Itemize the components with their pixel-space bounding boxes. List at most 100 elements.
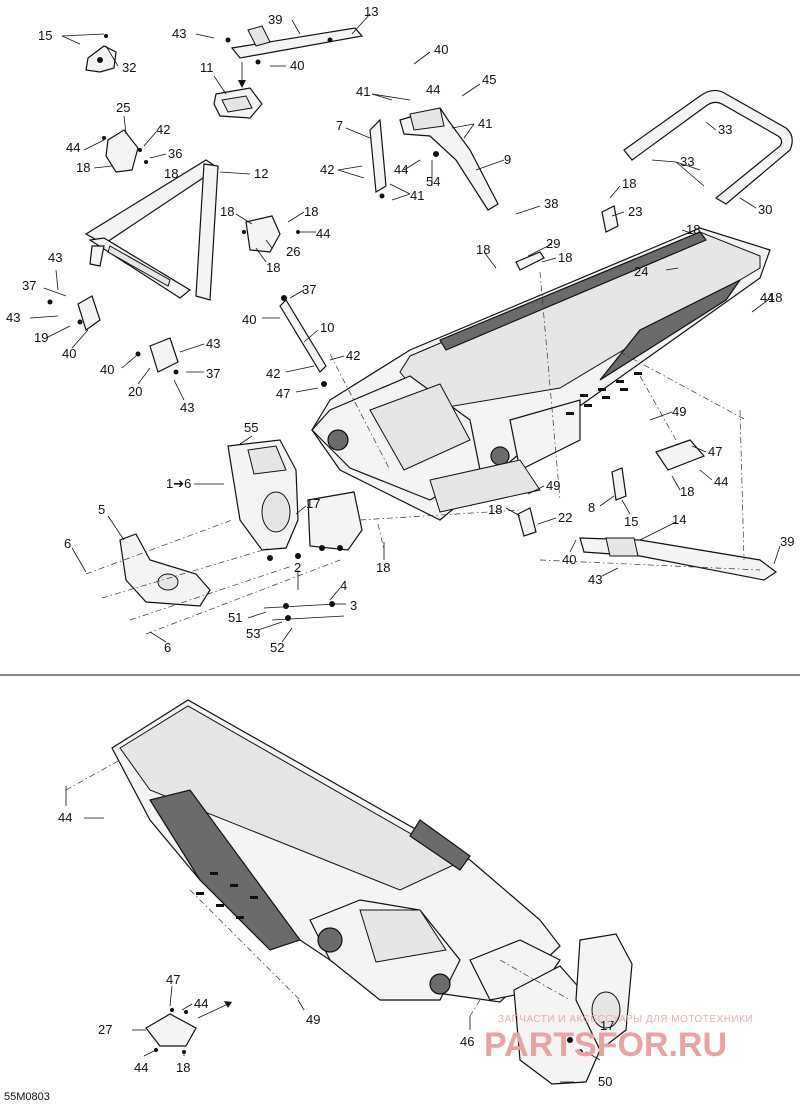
callout-24: 24 bbox=[634, 264, 648, 279]
callout-50: 50 bbox=[598, 1074, 612, 1089]
callout-14: 14 bbox=[672, 512, 686, 527]
part-20-bracket bbox=[135, 337, 179, 375]
watermark-logo: PARTSFOR.RU bbox=[484, 1026, 727, 1064]
callout-44: 44 bbox=[760, 290, 774, 305]
callout-44: 44 bbox=[394, 162, 408, 177]
callout-45: 45 bbox=[482, 72, 496, 87]
callout-19: 19 bbox=[34, 330, 48, 345]
part-5-side-plate bbox=[119, 533, 211, 607]
callout-40: 40 bbox=[434, 42, 448, 57]
callout-18: 18 bbox=[686, 222, 700, 237]
part-10-rod bbox=[279, 295, 327, 387]
callout-18: 18 bbox=[680, 484, 694, 499]
callout-40: 40 bbox=[62, 346, 76, 361]
callout-1-6: 1➔6 bbox=[166, 476, 191, 491]
callout-33: 33 bbox=[718, 122, 732, 137]
callout-43: 43 bbox=[6, 310, 20, 325]
callout-6: 6 bbox=[64, 536, 71, 551]
part-1-6-front-module bbox=[227, 439, 363, 561]
callout-42: 42 bbox=[320, 162, 334, 177]
callout-36: 36 bbox=[168, 146, 182, 161]
callout-37: 37 bbox=[22, 278, 36, 293]
callout-40: 40 bbox=[562, 552, 576, 567]
callout-40: 40 bbox=[100, 362, 114, 377]
callout-4: 4 bbox=[340, 578, 347, 593]
callout-5: 5 bbox=[98, 502, 105, 517]
tunnel-frame-upper bbox=[311, 227, 771, 521]
callout-49: 49 bbox=[306, 1012, 320, 1027]
part-12-a-frame bbox=[84, 159, 220, 301]
callout-39: 39 bbox=[268, 12, 282, 27]
callout-9: 9 bbox=[504, 152, 511, 167]
part-30-bumper bbox=[623, 89, 793, 205]
callout-52: 52 bbox=[270, 640, 284, 655]
callout-7: 7 bbox=[336, 118, 343, 133]
watermark-tagline: ЗАПЧАСТИ И АКСЕССУАРЫ ДЛЯ МОТОТЕХНИКИ bbox=[498, 1014, 753, 1025]
callout-44: 44 bbox=[714, 474, 728, 489]
callout-23: 23 bbox=[628, 204, 642, 219]
callout-17: 17 bbox=[600, 1018, 614, 1033]
callout-47: 47 bbox=[276, 386, 290, 401]
callout-18: 18 bbox=[176, 1060, 190, 1075]
callout-44: 44 bbox=[426, 82, 440, 97]
watermark: ЗАПЧАСТИ И АКСЕССУАРЫ ДЛЯ МОТОТЕХНИКИ PA… bbox=[484, 1014, 753, 1064]
part-27-bracket bbox=[145, 1008, 197, 1054]
callout-41: 41 bbox=[478, 116, 492, 131]
callout-37: 37 bbox=[302, 282, 316, 297]
part-9-arm bbox=[399, 107, 499, 211]
callout-15: 15 bbox=[624, 514, 638, 529]
callout-18: 18 bbox=[164, 166, 178, 181]
callout-20: 20 bbox=[128, 384, 142, 399]
callout-11: 11 bbox=[200, 60, 214, 75]
callout-18: 18 bbox=[558, 250, 572, 265]
callout-15: 15 bbox=[38, 28, 52, 43]
callout-26: 26 bbox=[286, 244, 300, 259]
callout-47: 47 bbox=[708, 444, 722, 459]
callout-47: 47 bbox=[166, 972, 180, 987]
part-50-skid-plate bbox=[513, 933, 633, 1085]
callout-27: 27 bbox=[98, 1022, 112, 1037]
callout-18: 18 bbox=[376, 560, 390, 575]
callout-44: 44 bbox=[134, 1060, 148, 1075]
part-13-cross-bar bbox=[225, 25, 364, 65]
callout-3: 3 bbox=[350, 598, 357, 613]
callout-40: 40 bbox=[290, 58, 304, 73]
callout-29: 29 bbox=[546, 236, 560, 251]
callout-2: 2 bbox=[294, 560, 301, 575]
callout-49: 49 bbox=[546, 478, 560, 493]
callout-44: 44 bbox=[316, 226, 330, 241]
guide-lines-upper bbox=[85, 271, 761, 635]
callout-18: 18 bbox=[476, 242, 490, 257]
callout-6: 6 bbox=[164, 640, 171, 655]
callout-18: 18 bbox=[220, 204, 234, 219]
callout-43: 43 bbox=[48, 250, 62, 265]
callout-42: 42 bbox=[266, 366, 280, 381]
callout-18: 18 bbox=[266, 260, 280, 275]
callout-8: 8 bbox=[588, 500, 595, 515]
callout-43: 43 bbox=[206, 336, 220, 351]
callout-33: 33 bbox=[680, 154, 694, 169]
callout-43: 43 bbox=[172, 26, 186, 41]
callout-12: 12 bbox=[254, 166, 268, 181]
callout-43: 43 bbox=[588, 572, 602, 587]
callout-39: 39 bbox=[780, 534, 794, 549]
part-47-bracket bbox=[655, 439, 706, 471]
tunnel-frame-lower bbox=[111, 699, 561, 1003]
callout-37: 37 bbox=[206, 366, 220, 381]
callout-13: 13 bbox=[364, 4, 378, 19]
callout-51: 51 bbox=[228, 610, 242, 625]
callout-46: 46 bbox=[460, 1034, 474, 1049]
part-22-bracket bbox=[517, 507, 537, 537]
part-32-bracket bbox=[85, 34, 117, 73]
callout-18: 18 bbox=[76, 160, 90, 175]
callout-18: 18 bbox=[488, 502, 502, 517]
callout-55: 55 bbox=[244, 420, 258, 435]
callout-49: 49 bbox=[672, 404, 686, 419]
callout-labels: 13 15 32 39 43 40 11 40 44 45 41 41 7 25… bbox=[6, 4, 794, 1089]
part-19-bracket bbox=[47, 295, 101, 331]
drawing-code: 55M0803 bbox=[4, 1091, 50, 1103]
part-26-bracket bbox=[242, 215, 300, 253]
callout-44: 44 bbox=[58, 810, 72, 825]
callout-10: 10 bbox=[320, 320, 334, 335]
